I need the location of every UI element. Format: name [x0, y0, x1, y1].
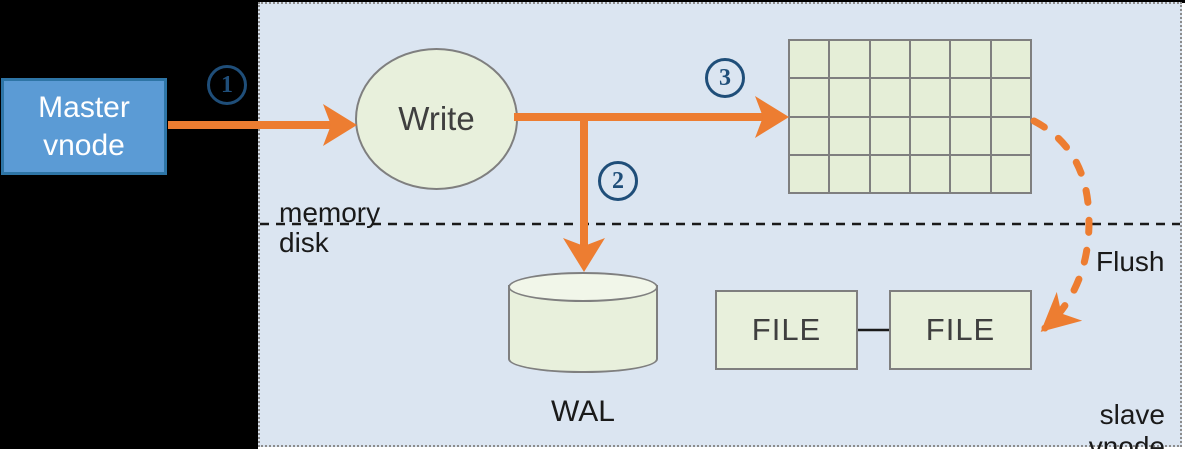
memory-table-cell	[830, 79, 869, 116]
memory-table-cell	[790, 117, 829, 154]
file-box-2: FILE	[889, 290, 1032, 370]
memory-table-cell	[830, 41, 869, 78]
step-2-number: 2	[612, 167, 624, 194]
slave-vnode-label: slave vnode	[1088, 399, 1165, 449]
wal-label: WAL	[551, 395, 615, 428]
memory-table-cell	[910, 79, 950, 116]
memory-table	[788, 39, 1032, 194]
write-node-label: Write	[398, 100, 475, 137]
wal-cylinder-top	[508, 272, 658, 302]
memory-table-cell	[870, 79, 909, 116]
memory-table-cell	[951, 117, 990, 154]
step-1-number: 1	[221, 71, 233, 98]
memory-table-cell	[870, 41, 909, 78]
memory-table-cell	[991, 117, 1030, 154]
file-box-1-label: FILE	[751, 312, 822, 347]
memory-table-cell	[790, 41, 829, 78]
memory-region-label: memory	[279, 197, 381, 228]
memory-table-cell	[790, 79, 829, 116]
step-3-number: 3	[719, 64, 731, 91]
wal-cylinder-icon	[508, 272, 658, 375]
memory-table-cell	[991, 79, 1030, 116]
memory-table-cell	[830, 155, 869, 192]
memory-table-cell	[991, 155, 1030, 192]
black-background-top	[0, 0, 1185, 3]
write-node: Write	[355, 48, 518, 190]
memory-table-cell	[910, 41, 950, 78]
flush-label: Flush	[1096, 246, 1165, 277]
memory-table-cell	[951, 41, 990, 78]
memory-table-cell	[870, 117, 909, 154]
step-1-badge: 1	[207, 65, 247, 105]
step-2-badge: 2	[598, 161, 638, 201]
memory-table-cell	[951, 79, 990, 116]
memory-table-cell	[991, 41, 1030, 78]
step-3-badge: 3	[705, 58, 745, 98]
memory-table-cell	[830, 117, 869, 154]
file-box-2-label: FILE	[925, 312, 996, 347]
master-vnode-label: Master vnode	[38, 90, 130, 162]
memory-table-cell	[870, 155, 909, 192]
memory-table-cell	[910, 117, 950, 154]
memory-table-cell	[910, 155, 950, 192]
file-box-1: FILE	[715, 290, 858, 370]
memory-table-cell	[790, 155, 829, 192]
memory-table-cell	[951, 155, 990, 192]
disk-region-label: disk	[279, 227, 329, 258]
master-vnode-box: Master vnode	[1, 78, 167, 175]
